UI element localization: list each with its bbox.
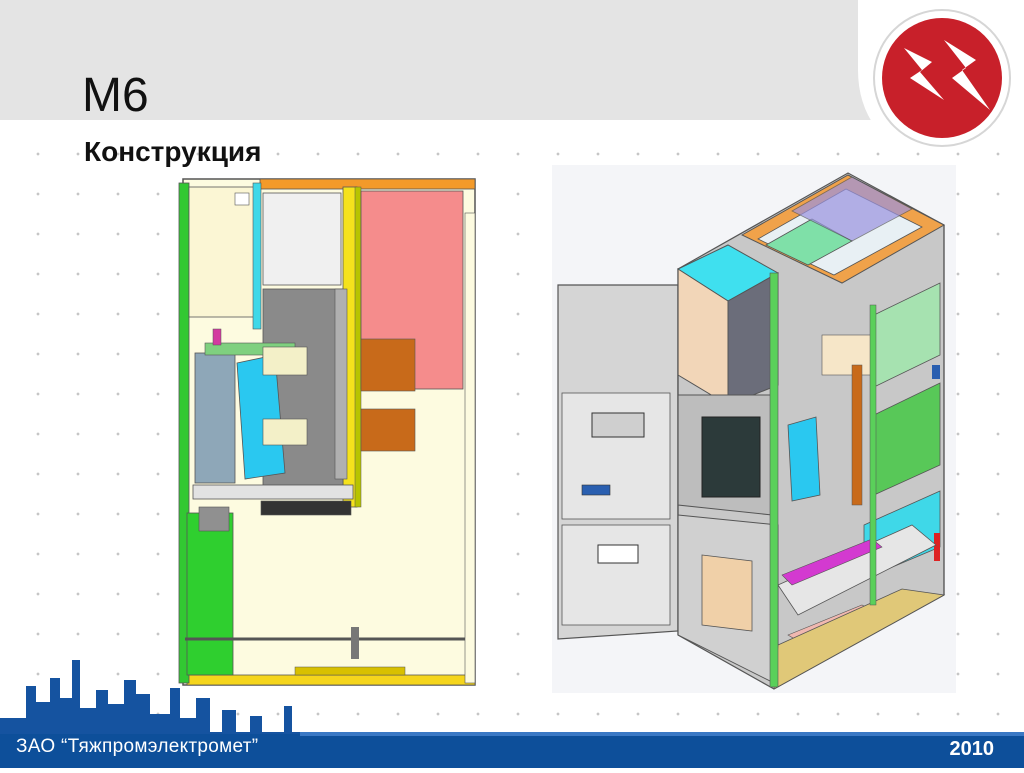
company-logo xyxy=(858,0,1024,150)
footer-band xyxy=(0,658,1024,768)
footer-year: 2010 xyxy=(949,738,995,760)
lightning-bolt-left-icon xyxy=(904,48,944,100)
slide-title: М6 xyxy=(82,69,149,122)
cabinet-3d-view xyxy=(552,165,956,693)
company-name: ЗАО “Тяжпромэлектромет” xyxy=(16,736,259,757)
slide-subtitle: Конструкция xyxy=(84,136,262,167)
header-band xyxy=(0,0,1024,120)
cabinet-section-drawing xyxy=(165,173,485,691)
